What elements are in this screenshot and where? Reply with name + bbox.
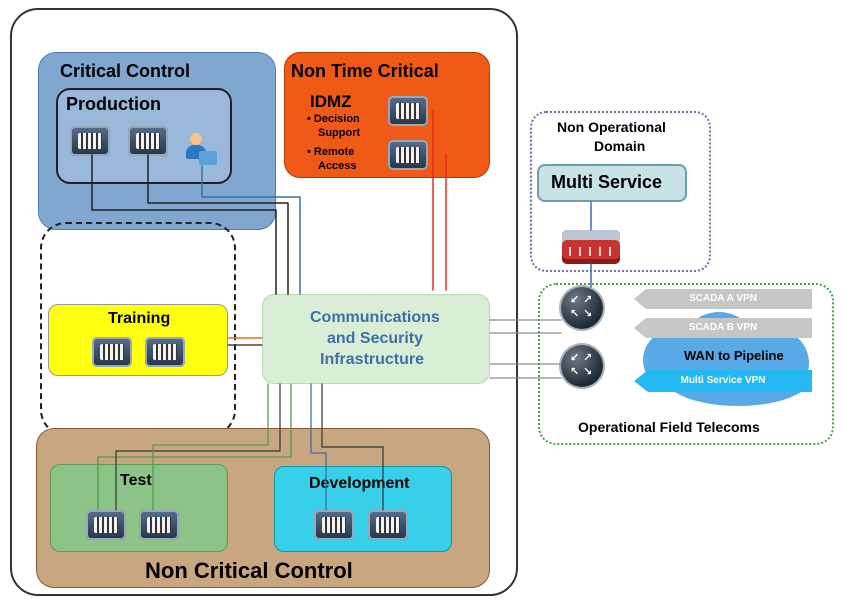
server-icon [70,126,110,156]
wan-to-pipeline-label: WAN to Pipeline [684,348,784,363]
router-icon [561,287,603,329]
router-icon [561,345,603,387]
server-icon [92,337,132,367]
non-operational-label-line-1: Non Operational [557,119,666,135]
training-zone [48,304,228,376]
communications-security-infrastructure [262,294,490,384]
non-time-critical-title: Non Time Critical [291,61,439,81]
server-icon [139,510,179,540]
communications-label-line-3: Infrastructure [320,351,425,368]
decision-support-label-line-2: Support [318,127,361,139]
operational-field-telecoms-label: Operational Field Telecoms [578,419,760,435]
remote-access-label-line-1: • Remote [307,146,355,158]
communications-label-line-2: and Security [327,330,424,347]
person-head [190,133,202,145]
decision-support-label-line-1: • Decision [307,113,360,125]
scada-b-vpn-arrow: SCADA B VPN [634,318,812,338]
training-title: Training [108,310,171,327]
server-icon [86,510,126,540]
production-title: Production [66,94,161,114]
server-icon [388,96,428,126]
firewall-icon [562,230,620,264]
non-operational-domain [530,111,711,272]
server-icon [388,140,428,170]
server-icon [145,337,185,367]
remote-access-label-line-2: Access [318,160,357,172]
multi-service-title: Multi Service [551,172,663,192]
non-critical-control-title: Non Critical Control [145,558,353,583]
server-icon [314,510,354,540]
server-icon [128,126,168,156]
non-time-critical-zone [284,52,490,178]
multi-service-vpn-arrow: Multi Service VPN [634,370,812,392]
development-title: Development [309,475,410,492]
server-icon [368,510,408,540]
test-title: Test [120,472,152,489]
monitor-icon [199,151,217,165]
communications-label-line-1: Communications [310,309,440,326]
multi-service-zone [537,164,687,202]
scada-a-vpn-arrow: SCADA A VPN [634,289,812,309]
idmz-label: IDMZ [310,92,352,111]
operator-workstation-icon [178,133,222,175]
critical-control-title: Critical Control [60,61,191,81]
non-operational-label-line-2: Domain [594,138,646,154]
